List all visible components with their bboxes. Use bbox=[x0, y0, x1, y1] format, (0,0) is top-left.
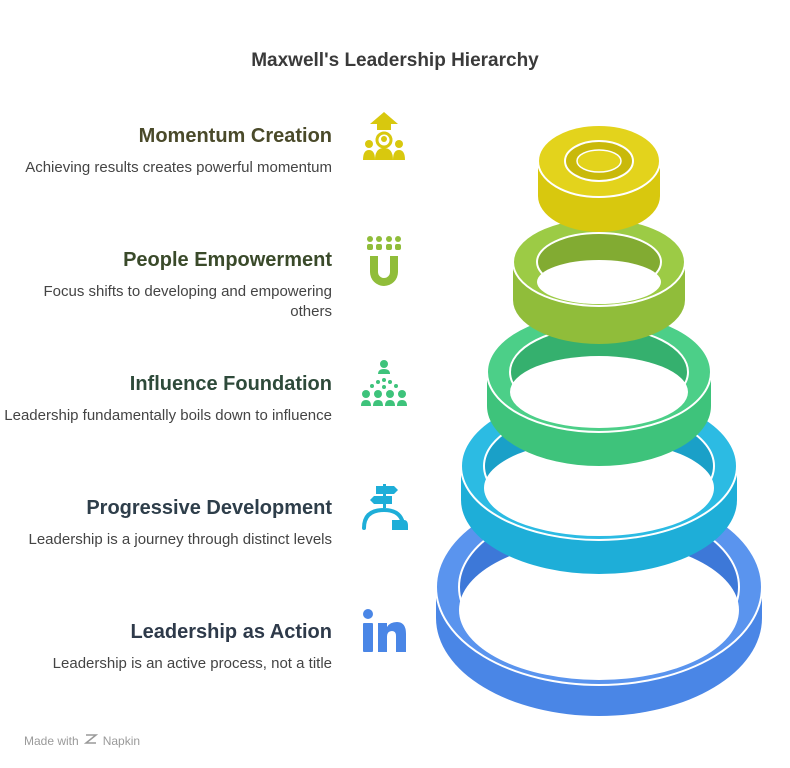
level-title: Momentum Creation bbox=[138, 125, 332, 147]
ring-influence-foundation bbox=[486, 311, 712, 466]
level-momentum-creation: Momentum Creation Achieving results crea… bbox=[2, 124, 332, 178]
napkin-logo-icon bbox=[83, 732, 98, 749]
signpost-journey-icon bbox=[358, 482, 410, 534]
diagram-title: Maxwell's Leadership Hierarchy bbox=[251, 50, 539, 71]
level-influence-foundation: Influence Foundation Leadership fundamen… bbox=[2, 372, 332, 426]
momentum-arrow-people-icon bbox=[358, 110, 410, 162]
influence-network-icon bbox=[358, 358, 410, 410]
ring-momentum-creation bbox=[537, 124, 661, 232]
ring-stack bbox=[420, 100, 790, 730]
footer-prefix: Made with bbox=[24, 733, 79, 748]
level-description: Focus shifts to developing and empowerin… bbox=[43, 283, 332, 320]
level-description: Achieving results creates powerful momen… bbox=[25, 159, 332, 176]
ring-people-empowerment bbox=[512, 217, 686, 344]
footer-brand: Napkin bbox=[102, 733, 141, 748]
magnet-people-icon bbox=[358, 234, 410, 286]
level-description: Leadership is a journey through distinct… bbox=[28, 531, 332, 548]
level-progressive-development: Progressive Development Leadership is a … bbox=[2, 496, 332, 550]
level-people-empowerment: People Empowerment Focus shifts to devel… bbox=[2, 248, 332, 322]
level-description: Leadership is an active process, not a t… bbox=[52, 655, 332, 672]
level-title: People Empowerment bbox=[123, 249, 332, 271]
level-title: Progressive Development bbox=[86, 497, 332, 519]
footer-attribution: Made with Napkin bbox=[24, 732, 140, 749]
level-description: Leadership fundamentally boils down to i… bbox=[4, 407, 332, 424]
level-title: Influence Foundation bbox=[129, 373, 332, 395]
level-leadership-as-action: Leadership as Action Leadership is an ac… bbox=[2, 620, 332, 674]
linkedin-icon bbox=[358, 606, 410, 658]
level-title: Leadership as Action bbox=[130, 621, 332, 643]
